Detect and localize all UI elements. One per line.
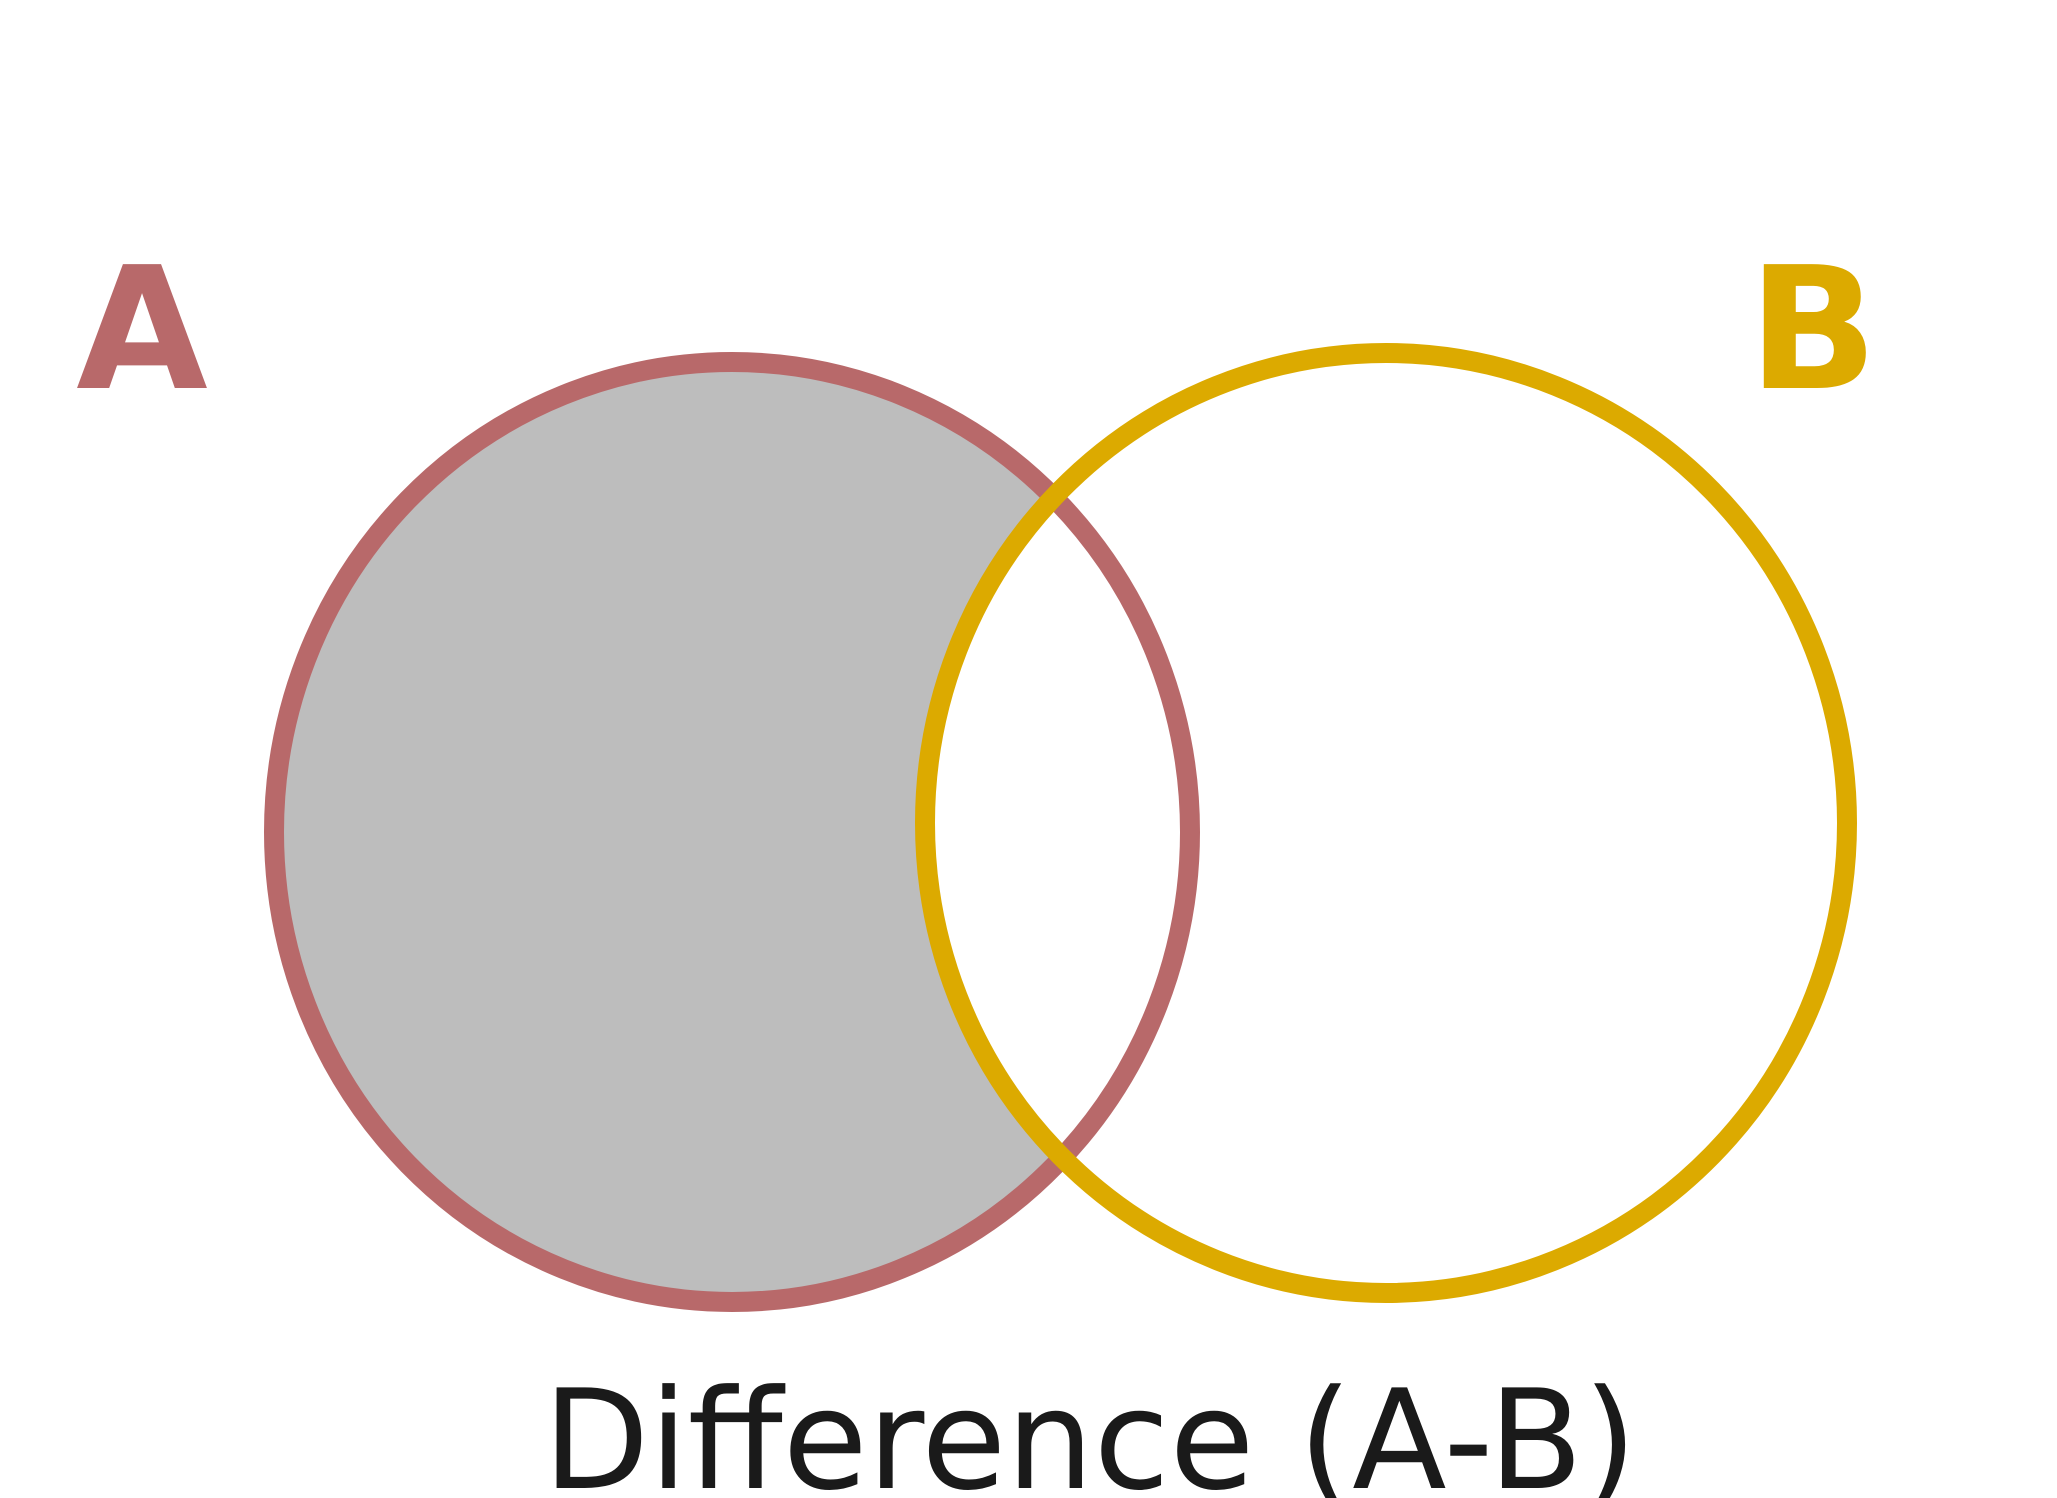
set-b-circle [915,343,1857,1303]
set-a-label: A [76,231,208,429]
set-b-label: B [1748,231,1878,429]
diagram-caption: Difference (A-B) [543,1360,1637,1498]
difference-region [274,362,1190,1302]
set-a-circle [264,352,1200,1312]
